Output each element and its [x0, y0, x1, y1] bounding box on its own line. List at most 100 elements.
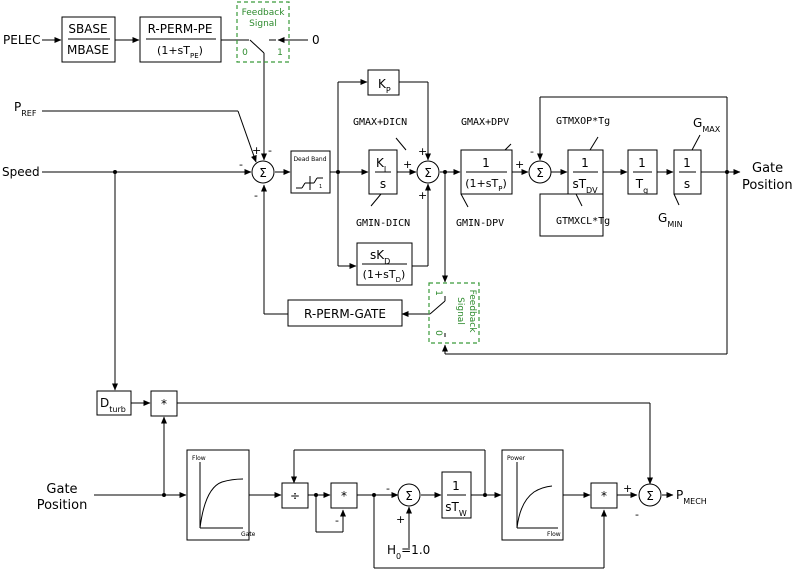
- power-curve-block: Power Flow: [501, 449, 564, 541]
- svg-text:s: s: [684, 177, 690, 191]
- r-perm-pe-label: R-PERM-PE: [148, 22, 213, 36]
- svg-text:Σ: Σ: [536, 166, 544, 180]
- flow-curve-block: Flow Gate: [186, 449, 256, 541]
- h0-label: H0=1.0: [387, 543, 430, 561]
- feedback-switch-2: Feedback Signal 1 0: [428, 282, 480, 344]
- svg-text:÷: ÷: [290, 489, 300, 503]
- gmax-label: GMAX: [693, 116, 721, 134]
- svg-text:s: s: [380, 177, 386, 191]
- svg-text:Gate: Gate: [241, 531, 256, 538]
- switch2-pos0: 0: [433, 330, 443, 336]
- gate-position-output-line2: Position: [742, 178, 793, 193]
- svg-text:Σ: Σ: [424, 166, 432, 180]
- svg-text:1: 1: [581, 156, 589, 170]
- svg-text:-: -: [335, 514, 339, 527]
- sum-junction-4: Σ - +: [386, 482, 421, 526]
- svg-text:*: *: [341, 489, 347, 503]
- signal-label-1: Signal: [249, 19, 277, 29]
- svg-text:-: -: [254, 189, 258, 202]
- dead-band-label: Dead Band: [293, 156, 326, 163]
- svg-text:-: -: [268, 144, 272, 157]
- mbase-label: MBASE: [67, 43, 109, 57]
- svg-text:-: -: [239, 158, 243, 171]
- gate-integrator-block: 1 s: [673, 149, 702, 195]
- gmax-dpv-label: GMAX+DPV: [461, 117, 509, 128]
- svg-text:1: 1: [452, 479, 460, 493]
- svg-text:+: +: [623, 482, 632, 495]
- zero-input-label: 0: [312, 33, 320, 47]
- water-inertia-block: 1 sTW: [441, 471, 472, 519]
- svg-text:*: *: [161, 397, 167, 411]
- pmech-label: PMECH: [676, 488, 707, 506]
- tg-gain-block: 1 Tg: [627, 149, 658, 195]
- multiplier-1: *: [150, 390, 178, 417]
- gate-position-input-line1: Gate: [46, 482, 77, 497]
- svg-text:1: 1: [482, 156, 490, 170]
- top-wires: [42, 37, 741, 391]
- pilot-lag-block: 1 (1+sTP): [460, 149, 513, 195]
- svg-text:*: *: [601, 489, 607, 503]
- svg-text:+: +: [252, 144, 261, 157]
- gmax-dicn-label: GMAX+DICN: [353, 117, 407, 128]
- svg-text:+: +: [418, 189, 427, 202]
- bottom-wires: [94, 400, 674, 569]
- speed-label: Speed: [2, 165, 40, 179]
- svg-text:Σ: Σ: [405, 489, 413, 503]
- svg-text:Σ: Σ: [259, 166, 267, 180]
- svg-text:-: -: [635, 508, 639, 521]
- switch1-pos0: 0: [242, 48, 248, 58]
- distributor-valve-block: 1 sTDV: [567, 149, 604, 195]
- switch2-pos1: 1: [433, 290, 443, 296]
- svg-text:+: +: [396, 513, 405, 526]
- pref-label: PREF: [14, 100, 37, 118]
- svg-text:1: 1: [638, 156, 646, 170]
- feedback-label-2: Feedback: [467, 290, 477, 334]
- feedback-switch-1: Feedback Signal 0 1: [236, 1, 290, 63]
- kp-block: KP: [367, 69, 400, 96]
- svg-text:1: 1: [683, 156, 691, 170]
- limit-box-outline: [539, 193, 604, 237]
- r-perm-gate-label: R-PERM-GATE: [304, 307, 386, 321]
- multiplier-2: * -: [330, 482, 358, 527]
- ki-integrator-block: KI s: [368, 149, 398, 195]
- svg-text:Σ: Σ: [646, 489, 654, 503]
- gmin-dicn-label: GMIN-DICN: [356, 218, 410, 229]
- divider-block: ÷: [281, 482, 309, 509]
- signal-label-2: Signal: [455, 297, 465, 325]
- td-denominator: (1+sTD): [363, 268, 406, 284]
- svg-text:1: 1: [319, 184, 322, 190]
- svg-text:-: -: [530, 145, 534, 158]
- sum-junction-3: Σ + -: [515, 145, 552, 184]
- pelec-label: PELEC: [3, 33, 40, 47]
- svg-text:+: +: [515, 158, 524, 171]
- svg-text:+: +: [403, 158, 412, 171]
- sbase-label: SBASE: [68, 22, 107, 36]
- svg-text:Flow: Flow: [192, 455, 206, 462]
- gate-position-output-line1: Gate: [752, 161, 783, 176]
- gate-position-input-line2: Position: [37, 498, 88, 513]
- r-perm-gate-block: R-PERM-GATE: [287, 299, 403, 327]
- sum-junction-1: Σ + - - -: [239, 144, 275, 202]
- block-r-perm-pe: R-PERM-PE (1+sTPE): [139, 16, 222, 63]
- gmin-dpv-label: GMIN-DPV: [456, 218, 504, 229]
- gtmxop-label: GTMXOP*Tg: [556, 116, 610, 127]
- gmin-label: GMIN: [658, 211, 683, 229]
- feedback-label-1: Feedback: [242, 8, 286, 18]
- kd-derivative-block: sKD (1+sTD): [356, 242, 413, 286]
- sum-junction-5: Σ + -: [623, 482, 662, 521]
- sum-junction-2: Σ + + +: [403, 145, 440, 202]
- tp-denominator: (1+sTP): [465, 177, 507, 193]
- svg-text:-: -: [386, 482, 390, 495]
- dturb-block: Dturb: [96, 390, 132, 416]
- multiplier-3: *: [590, 482, 618, 509]
- dead-band-block: Dead Band 1: [290, 150, 331, 194]
- block-sbase-mbase: SBASE MBASE: [61, 16, 116, 63]
- ki-label: KI: [376, 156, 386, 174]
- gtmxcl-label: GTMXCL*Tg: [556, 216, 610, 227]
- svg-text:Power: Power: [507, 455, 526, 462]
- svg-text:Flow: Flow: [547, 531, 561, 538]
- svg-text:+: +: [418, 145, 427, 158]
- switch1-pos1: 1: [277, 48, 283, 58]
